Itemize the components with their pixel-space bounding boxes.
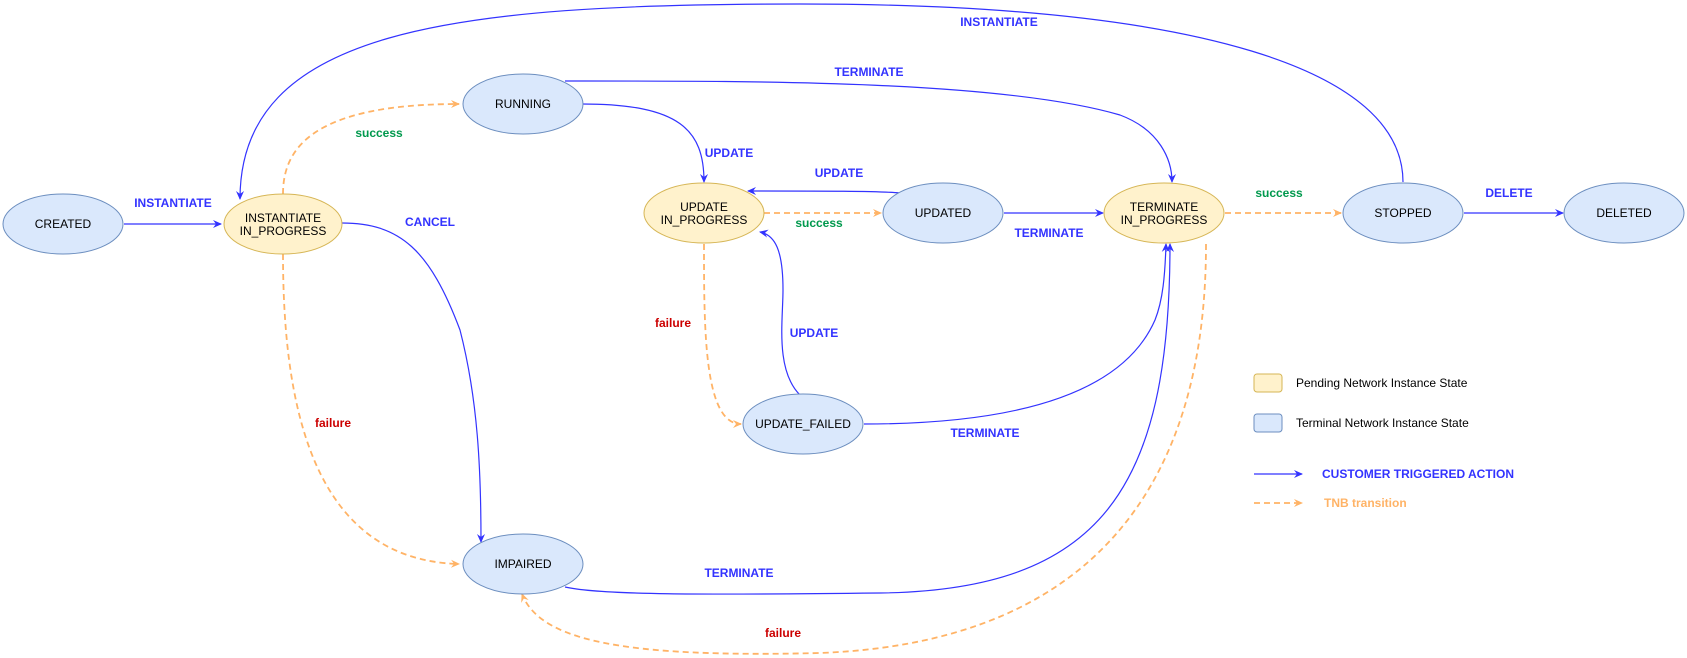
state-impaired[interactable]: IMPAIRED <box>462 533 584 595</box>
state-impaired-label: IMPAIRED <box>494 557 551 571</box>
state-instantiate-label-line1: INSTANTIATE <box>245 211 321 225</box>
state-update-failed[interactable]: UPDATE_FAILED <box>742 393 864 455</box>
state-update-label-line2: IN_PROGRESS <box>661 213 748 227</box>
state-created[interactable]: CREATED <box>2 193 124 255</box>
legend-pending-label: Pending Network Instance State <box>1296 376 1468 390</box>
label-update-running: UPDATE <box>705 146 753 160</box>
state-running[interactable]: RUNNING <box>462 73 584 135</box>
label-terminate-impaired: TERMINATE <box>704 566 773 580</box>
label-terminate-failed: TERMINATE <box>950 426 1019 440</box>
edge-running-to-update <box>581 103 708 183</box>
legend-tnb-label: TNB transition <box>1324 496 1407 510</box>
edge-terminate-to-impaired <box>521 243 1207 655</box>
state-running-label: RUNNING <box>495 97 551 111</box>
label-failure-terminate: failure <box>765 626 801 640</box>
legend: Pending Network Instance State Terminal … <box>1253 373 1514 510</box>
label-failure-instantiate: failure <box>315 416 351 430</box>
state-created-label: CREATED <box>35 217 92 231</box>
state-updated[interactable]: UPDATED <box>882 182 1004 244</box>
edge-impaired-to-terminate <box>564 243 1174 595</box>
label-terminate-updated: TERMINATE <box>1014 226 1083 240</box>
state-stopped-label: STOPPED <box>1374 206 1431 220</box>
state-deleted[interactable]: DELETED <box>1563 182 1685 244</box>
label-update-back: UPDATE <box>815 166 863 180</box>
state-update-label-line1: UPDATE <box>680 200 728 214</box>
edge-failed-to-terminate <box>863 243 1170 425</box>
label-success-running: success <box>355 126 403 140</box>
edge-stopped-to-instantiate <box>236 3 1404 200</box>
label-update-from-failed: UPDATE <box>790 326 838 340</box>
state-update-in-progress[interactable]: UPDATE IN_PROGRESS <box>643 182 765 244</box>
state-instantiate-in-progress[interactable]: INSTANTIATE IN_PROGRESS <box>223 193 343 255</box>
label-instantiate-left: INSTANTIATE <box>134 196 212 210</box>
state-stopped[interactable]: STOPPED <box>1342 182 1464 244</box>
label-success-stopped: success <box>1255 186 1303 200</box>
edge-update-to-failed <box>703 243 742 428</box>
label-delete: DELETE <box>1485 186 1532 200</box>
state-update-failed-label: UPDATE_FAILED <box>755 417 851 431</box>
edge-instantiate-to-running <box>282 100 460 195</box>
legend-pending-swatch <box>1253 373 1283 393</box>
label-terminate-running: TERMINATE <box>834 65 903 79</box>
state-terminate-label-line1: TERMINATE <box>1130 200 1198 214</box>
legend-customer-label: CUSTOMER TRIGGERED ACTION <box>1322 467 1514 481</box>
edge-running-to-terminate <box>564 80 1176 183</box>
edge-updated-to-update <box>747 187 901 196</box>
state-deleted-label: DELETED <box>1596 206 1652 220</box>
label-success-updated: success <box>795 216 843 230</box>
label-failure-update: failure <box>655 316 691 330</box>
state-terminate-in-progress[interactable]: TERMINATE IN_PROGRESS <box>1103 182 1225 244</box>
edge-instantiate-to-impaired <box>282 253 460 568</box>
label-instantiate-top: INSTANTIATE <box>960 15 1038 29</box>
legend-terminal-swatch <box>1253 413 1283 433</box>
edge-failed-to-update <box>759 229 801 396</box>
label-cancel: CANCEL <box>405 215 455 229</box>
state-terminate-label-line2: IN_PROGRESS <box>1121 213 1208 227</box>
edge-instantiate-to-impaired-cancel <box>341 222 485 543</box>
legend-terminal-label: Terminal Network Instance State <box>1296 416 1469 430</box>
state-updated-label: UPDATED <box>915 206 972 220</box>
state-instantiate-label-line2: IN_PROGRESS <box>240 224 327 238</box>
